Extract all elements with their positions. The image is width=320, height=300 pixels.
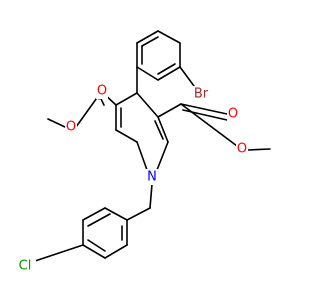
bond-line [157, 103, 182, 118]
bond-line [136, 92, 159, 118]
bromine-atom: Br [190, 86, 212, 102]
bond-line [154, 120, 164, 140]
bond-line [87, 213, 111, 227]
bond-line [157, 30, 181, 44]
bond-line [247, 148, 271, 151]
right-ester-oxygen-atom: O [236, 141, 248, 157]
bond-line [157, 63, 176, 75]
bond-line [104, 207, 128, 221]
bond-line [156, 141, 169, 171]
bromine-label: Br [194, 87, 209, 102]
bond-line [47, 118, 66, 128]
nitrogen-label: N [147, 170, 157, 185]
left-ester-oxygen-label: O [66, 120, 76, 135]
chlorine-atom: Cl [14, 258, 36, 274]
bond-line [136, 30, 159, 44]
bond-line [182, 109, 228, 121]
bond-line [141, 36, 159, 47]
bond-line [179, 66, 195, 87]
bond-line [126, 207, 151, 221]
bond-line [149, 183, 153, 209]
bond-line [180, 103, 228, 115]
bond-line [136, 66, 159, 81]
ring-nitrogen-atom: N [146, 169, 158, 185]
left-carbonyl-oxygen-atom: O [96, 83, 108, 99]
bond-line [87, 239, 106, 252]
left-carbonyl-oxygen-label: O [97, 84, 107, 99]
bond-line [75, 94, 100, 128]
bond-line [157, 66, 181, 81]
bond-line [180, 103, 238, 147]
bond-line [115, 92, 138, 106]
bond-line [82, 244, 106, 259]
right-ester-oxygen-label: O [237, 142, 247, 157]
bond-line [115, 129, 138, 143]
molecule-structure-diagram: Br N Cl O O O O [14, 30, 271, 274]
right-carbonyl-oxygen-label: O [228, 107, 238, 122]
bond-line [157, 116, 169, 143]
left-ester-oxygen-atom: O [65, 119, 77, 135]
right-carbonyl-oxygen-atom: O [227, 106, 239, 122]
bond-line [34, 244, 84, 262]
bond-line [104, 244, 128, 259]
chlorine-label: Cl [19, 259, 32, 274]
atom-label-layer: Br N Cl O O O O [14, 83, 248, 274]
bond-line [82, 207, 106, 221]
bond-layer [34, 30, 271, 262]
bond-line [136, 141, 148, 171]
